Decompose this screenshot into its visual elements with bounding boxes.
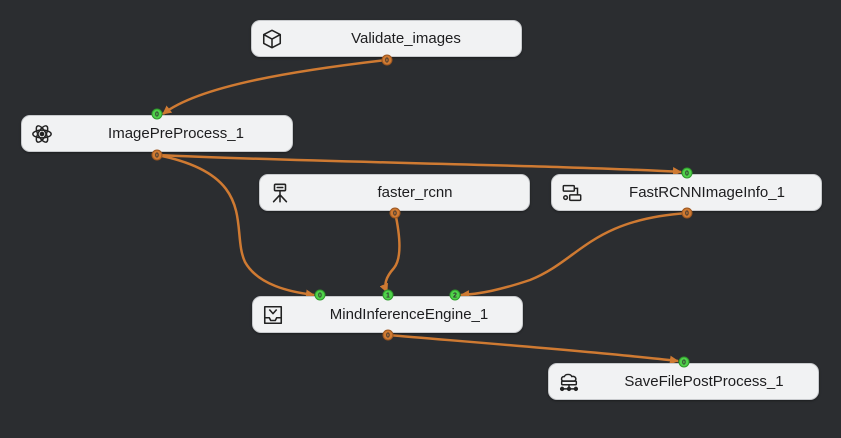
network-storage-icon [558,371,580,393]
port-preprocess-output[interactable]: 0 [151,149,163,161]
node-label: ImagePreProcess_1 [108,125,244,142]
port-preprocess-input[interactable]: 0 [151,108,163,120]
node-label: FastRCNNImageInfo_1 [629,184,785,201]
port-validate-output[interactable]: 0 [381,54,393,66]
node-image-preprocess[interactable]: ImagePreProcess_1 [21,115,293,152]
node-label: MindInferenceEngine_1 [329,306,489,323]
node-faster-rcnn[interactable]: faster_rcnn [259,174,530,211]
edge-validate-to-preprocess[interactable] [162,58,387,115]
edge-fastinfo-to-inference[interactable] [460,211,688,300]
edge-preprocess-to-inference[interactable] [156,153,315,299]
node-validate-images[interactable]: Validate_images [251,20,522,57]
port-fastinfo-input[interactable]: 0 [681,167,693,179]
node-save-file-post-process[interactable]: SaveFilePostProcess_1 [548,363,819,400]
node-label: SaveFilePostProcess_1 [624,373,784,390]
port-inference-output[interactable]: 0 [382,329,394,341]
flow-icon [561,182,583,204]
edge-fasterrcnn-to-inference[interactable] [379,211,401,293]
atom-icon [31,123,53,145]
node-mind-inference-engine[interactable]: MindInferenceEngine_1 [252,296,523,333]
port-inference-input-0[interactable]: 0 [314,289,326,301]
port-inference-input-1[interactable]: 1 [382,289,394,301]
node-label: faster_rcnn [377,184,453,201]
edge-preprocess-to-fastinfo[interactable] [156,153,682,177]
inbox-icon [262,304,284,326]
node-fast-rcnn-image-info[interactable]: FastRCNNImageInfo_1 [551,174,822,211]
port-fastinfo-output[interactable]: 0 [681,207,693,219]
model-tripod-icon [269,182,291,204]
edge-inference-to-savefile[interactable] [387,333,679,365]
cube-icon [261,28,283,50]
port-savefile-input[interactable]: 0 [678,356,690,368]
node-label: Validate_images [351,30,461,47]
port-fasterrcnn-output[interactable]: 0 [389,207,401,219]
port-inference-input-2[interactable]: 2 [449,289,461,301]
